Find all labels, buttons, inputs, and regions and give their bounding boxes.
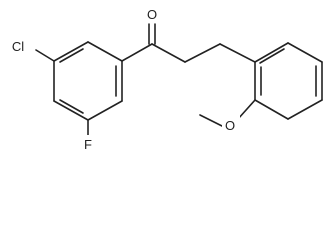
ring-a-bond-3 xyxy=(53,100,89,121)
chlorine-label-bg xyxy=(4,37,34,55)
ring-a-inner-bond-2 xyxy=(59,99,84,114)
ring-a-bond-5 xyxy=(53,41,89,62)
ring-b-bond-2 xyxy=(287,42,323,63)
ring-b-bond-1 xyxy=(254,42,289,63)
ring-b-bond-4 xyxy=(287,99,323,120)
chlorine-label: Cl xyxy=(12,39,24,54)
chlorine-bond xyxy=(35,49,55,62)
methoxy-oxygen-label-bg xyxy=(222,115,240,133)
ch2-aryl-bond xyxy=(219,43,256,63)
carbonyl-oxygen-label: O xyxy=(147,7,157,22)
methoxy-oxygen-label: O xyxy=(225,118,235,133)
carbonyl-ch2-bond xyxy=(151,43,186,63)
methoxy-ring-bond xyxy=(237,99,256,120)
ch2-ch2-bond xyxy=(184,43,221,63)
label-layer: O Cl F O xyxy=(4,4,240,153)
ring-a-inner-bond-3 xyxy=(59,48,84,63)
ring-b-inner-bond-3 xyxy=(259,48,285,64)
fluorine-label: F xyxy=(84,137,92,152)
ring-a-bond-6 xyxy=(87,41,123,62)
ring-b-bond-5 xyxy=(254,99,289,120)
fluorine-label-bg xyxy=(81,135,95,153)
bond-layer xyxy=(35,23,323,136)
methoxy-methyl-bond xyxy=(199,114,223,127)
molecule-structure: O Cl F O xyxy=(4,4,323,153)
aryl-carbonyl-bond xyxy=(121,43,153,62)
carbonyl-oxygen-label-bg xyxy=(144,4,160,22)
ring-a-bond-2 xyxy=(87,100,123,121)
